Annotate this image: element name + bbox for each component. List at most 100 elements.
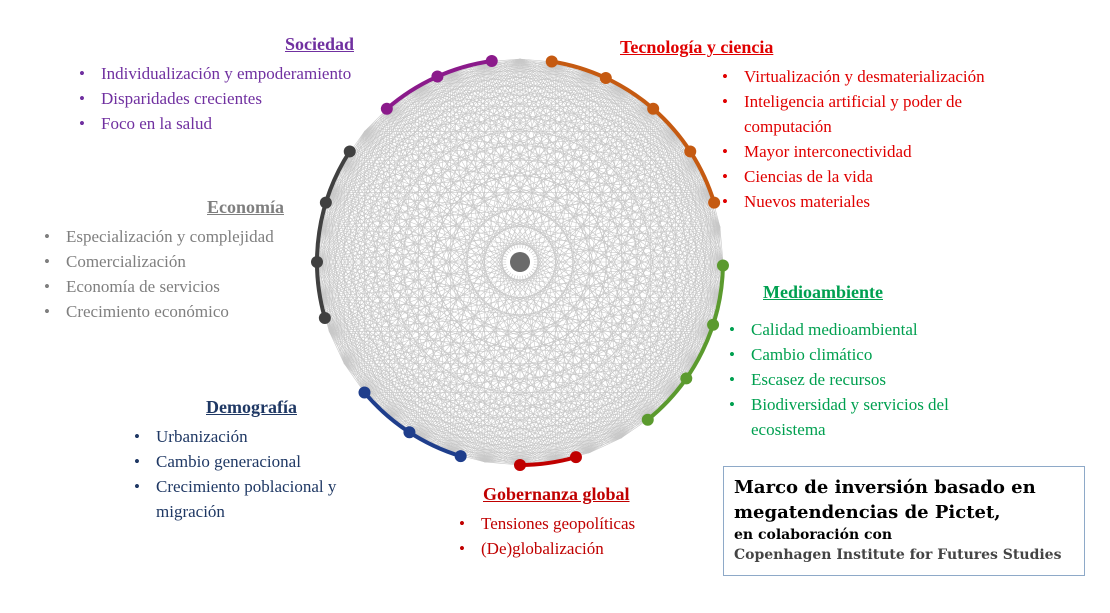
network-chord <box>484 61 696 161</box>
network-chord <box>484 62 590 453</box>
network-chord <box>364 71 451 393</box>
node-medioambiente <box>641 413 654 426</box>
network-chord <box>364 131 390 418</box>
node-demografia <box>358 386 371 399</box>
list-item: Ciencias de la vida <box>718 164 1038 189</box>
list-item: Crecimiento económico <box>40 299 284 324</box>
network-chord <box>319 296 651 418</box>
network-chord <box>418 62 486 438</box>
network-chord <box>418 86 521 466</box>
network-chord <box>316 261 622 439</box>
network-chord <box>364 61 485 132</box>
network-chord <box>389 61 556 107</box>
network-chord <box>343 86 419 364</box>
network-chord <box>343 160 521 466</box>
network-chord <box>389 106 451 453</box>
network-chord <box>343 160 419 438</box>
network-chord <box>319 297 451 453</box>
list-item: Comercialización <box>40 249 284 274</box>
list-item: Especialización y complejidad <box>40 224 284 249</box>
network-chord <box>344 160 721 298</box>
network-chord <box>319 61 485 298</box>
network-chord <box>389 106 556 463</box>
network-chord <box>329 331 485 463</box>
network-chord <box>344 61 485 161</box>
network-chord <box>450 71 486 462</box>
network-chord <box>343 160 486 463</box>
group-tecnologia: Tecnología y ciencia Virtualización y de… <box>620 37 1060 214</box>
network-chord <box>319 86 419 298</box>
network-chord <box>364 131 486 463</box>
network-chord <box>418 86 556 463</box>
list-item: Economía de servicios <box>40 274 284 299</box>
network-chord <box>329 71 451 193</box>
group-gobernanza: Gobernanza global Tensiones geopolíticas… <box>455 484 635 561</box>
network-chord <box>389 106 711 332</box>
network-chord <box>418 71 451 438</box>
arc-economia <box>315 150 352 319</box>
network-chord <box>319 71 451 227</box>
node-gobernanza <box>514 459 526 471</box>
network-chord <box>329 192 724 263</box>
network-chord <box>343 160 622 439</box>
heading-tecnologia: Tecnología y ciencia <box>620 37 774 57</box>
node-medioambiente <box>716 259 729 272</box>
network-chord <box>484 61 721 227</box>
network-chord <box>364 131 721 298</box>
network-chord <box>364 131 451 453</box>
network-chord <box>389 106 486 462</box>
heading-economia: Economía <box>207 197 285 217</box>
network-chord <box>389 86 419 418</box>
network-chord <box>364 106 390 393</box>
network-chord <box>389 71 451 418</box>
network-chord <box>484 61 622 87</box>
network-chord <box>389 417 556 463</box>
node-tecnologia <box>599 72 612 85</box>
pictet-framework-box: Marco de inversión basado en megatendenc… <box>723 466 1085 576</box>
network-chord <box>484 61 676 393</box>
arc-medioambiente <box>646 265 725 422</box>
network-chord <box>484 61 724 263</box>
list-item: Cambio generacional <box>130 449 390 474</box>
network-chord <box>589 437 622 454</box>
heading-demografia: Demografía <box>206 397 297 417</box>
box-title-line1: Marco de inversión basado en <box>734 477 1036 498</box>
network-chord <box>484 61 711 332</box>
network-chord <box>484 61 676 132</box>
network-chord <box>329 192 676 393</box>
node-medioambiente <box>680 372 693 385</box>
network-chord <box>389 106 419 438</box>
network-chord <box>389 61 485 107</box>
network-chord <box>328 192 365 393</box>
network-chord <box>418 85 697 364</box>
network-chord <box>316 61 485 263</box>
network-chord <box>319 226 696 364</box>
list-item: Tensiones geopolíticas <box>455 511 635 536</box>
network-chord <box>319 106 390 298</box>
node-tecnologia <box>684 145 697 158</box>
group-demografia: Demografía Urbanización Cambio generacio… <box>130 397 390 524</box>
network-chord <box>450 70 721 228</box>
network-chord <box>418 86 451 453</box>
network-chord <box>364 131 521 466</box>
network-chord <box>418 85 724 263</box>
network-chord <box>450 71 521 466</box>
node-demografia <box>403 426 416 439</box>
node-tecnologia <box>545 55 558 68</box>
list-item: Calidad medioambiental <box>725 317 985 342</box>
network-chord <box>319 131 365 298</box>
network-chord <box>316 261 711 332</box>
node-medioambiente <box>707 318 720 331</box>
network-chord <box>484 62 521 466</box>
list-item: Virtualización y desmaterialización <box>718 64 1038 89</box>
network-chord <box>364 131 622 438</box>
node-economia <box>319 196 332 209</box>
network-chord <box>364 131 590 453</box>
heading-gobernanza: Gobernanza global <box>483 484 630 504</box>
network-chord <box>343 131 365 364</box>
network-chord <box>328 131 365 332</box>
group-medioambiente: Medioambiente Calidad medioambiental Cam… <box>725 282 985 442</box>
network-chord <box>328 192 521 466</box>
network-chord <box>450 70 651 107</box>
network-chord <box>343 71 451 364</box>
